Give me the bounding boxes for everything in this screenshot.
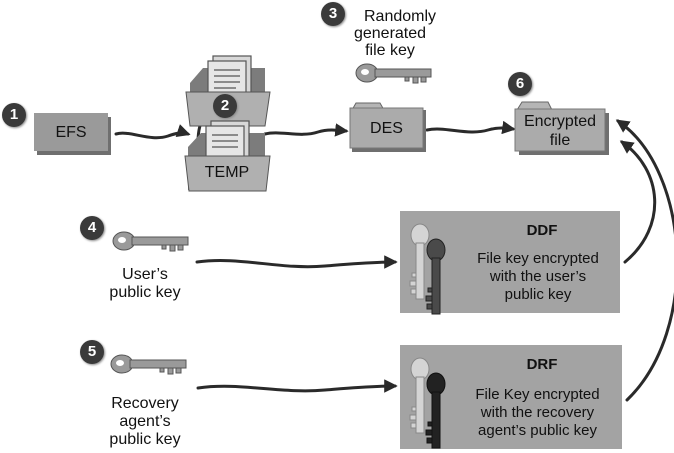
encrypted-file-folder-shape [514,101,609,155]
drf-line2: with the recovery [480,404,595,421]
encrypted-file-label-line2: file [549,132,571,149]
des-label: DES [370,120,403,137]
random-key-label-line3: file key [365,42,415,59]
key-icon-recovery-public [110,354,187,375]
flow-arrows [114,110,674,402]
efs-box-shape [34,113,111,155]
arrow-drf-to-encrypted [615,119,674,402]
key-icon-file-key [355,63,432,84]
arrow-user-key-to-ddf [195,255,398,269]
random-key-label-line2: generated [353,25,427,42]
drf-line3: agent’s public key [478,422,597,439]
step-badge-5: 5 [80,340,104,364]
arrow-ddf-to-encrypted [619,140,657,264]
encrypted-file-label-line1: Encrypted [523,113,597,130]
step-badge-2: 2 [213,94,237,118]
step-badge-3: 3 [321,2,345,26]
folder-icon-temp [184,120,271,192]
recovery-key-label-line1: Recovery [111,395,179,412]
arrow-recovery-key-to-drf [196,379,398,393]
recovery-key-label-line3: public key [109,431,181,448]
step-badge-6: 6 [508,72,532,96]
drf-line1: File Key encrypted [475,386,600,403]
step-badge-1: 1 [2,103,26,127]
ddf-title: DDF [526,222,558,239]
user-key-label-line2: public key [109,284,181,301]
arrow-des-to-encrypted [425,120,516,135]
des-folder-shape [349,102,426,152]
arrow-temp-to-des [263,123,349,137]
efs-label: EFS [55,124,87,141]
step-badge-4: 4 [80,216,104,240]
arrow-efs-to-temp [114,124,191,140]
drf-title: DRF [526,356,558,373]
temp-label: TEMP [204,164,250,181]
random-key-label-line1: Randomly [363,8,437,25]
recovery-key-label-line2: agent’s [119,413,171,430]
ddf-line1: File key encrypted [477,250,599,267]
user-key-label-line1: User’s [122,266,168,283]
ddf-line2: with the user’s [489,268,587,285]
ddf-line3: public key [504,286,572,303]
key-icon-user-public [112,231,189,252]
